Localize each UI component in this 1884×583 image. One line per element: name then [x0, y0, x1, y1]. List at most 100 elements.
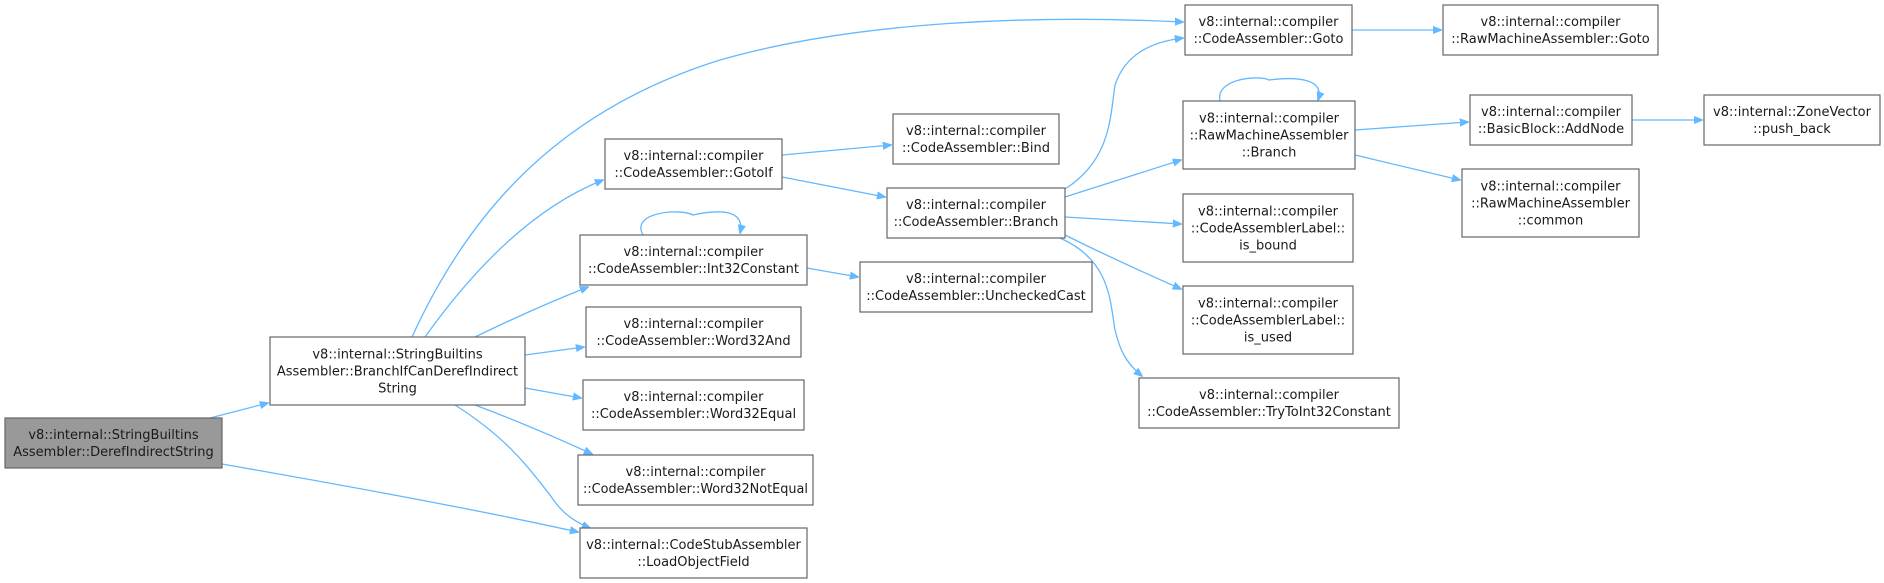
- node-label-line: v8::internal::compiler: [1481, 180, 1622, 195]
- node-n1[interactable]: v8::internal::StringBuiltinsAssembler::B…: [269, 336, 526, 406]
- node-box: [604, 138, 783, 190]
- node-label-line: v8::internal::CodeStubAssembler: [586, 538, 801, 553]
- node-label-line: is_bound: [1239, 239, 1297, 254]
- node-box: [582, 379, 805, 431]
- node-label-line: v8::internal::compiler: [624, 149, 765, 164]
- edge-n4-n11: [781, 176, 885, 197]
- node-box: [1461, 168, 1640, 238]
- node-label-line: v8::internal::compiler: [1198, 205, 1339, 220]
- node-n9[interactable]: v8::internal::compiler::RawMachineAssemb…: [1442, 4, 1659, 56]
- node-box: [1469, 94, 1633, 146]
- node-n5[interactable]: v8::internal::compiler::CodeAssembler::I…: [579, 234, 808, 286]
- node-label-line: v8::internal::compiler: [906, 198, 1047, 213]
- node-n8[interactable]: v8::internal::compiler::CodeAssembler::W…: [577, 454, 814, 506]
- node-label-line: ::CodeAssembler::Branch: [894, 215, 1059, 230]
- node-box: [579, 527, 808, 579]
- edge-n1-n2: [454, 404, 590, 528]
- node-label-line: v8::internal::compiler: [906, 124, 1047, 139]
- edge-n11-n15: [1059, 237, 1142, 376]
- edge-n4-n10: [781, 145, 891, 156]
- node-label-line: ::CodeAssembler::Word32Equal: [591, 407, 796, 422]
- edge-n11-n12: [1064, 160, 1181, 198]
- node-label-line: v8::internal::compiler: [1199, 388, 1340, 403]
- node-label-line: ::CodeAssembler::Int32Constant: [588, 262, 799, 277]
- node-box: [859, 261, 1093, 313]
- node-label-line: ::CodeAssembler::Word32And: [596, 334, 790, 349]
- node-box: [1184, 4, 1353, 56]
- node-label-line: ::BasicBlock::AddNode: [1478, 122, 1624, 137]
- edge-n11-n3: [1064, 38, 1183, 190]
- node-n6[interactable]: v8::internal::compiler::CodeAssembler::W…: [585, 306, 802, 358]
- edge-n0-n1: [209, 403, 268, 419]
- node-n3[interactable]: v8::internal::compiler::CodeAssembler::G…: [1184, 4, 1353, 56]
- node-box: [1182, 100, 1356, 170]
- node-n0[interactable]: v8::internal::StringBuiltinsAssembler::D…: [4, 417, 223, 469]
- node-box: [1182, 285, 1354, 355]
- nodes: v8::internal::StringBuiltinsAssembler::D…: [4, 4, 1881, 579]
- node-n17[interactable]: v8::internal::compiler::RawMachineAssemb…: [1461, 168, 1640, 238]
- node-label-line: ::CodeAssembler::UncheckedCast: [866, 289, 1085, 304]
- edge-n0-n2: [221, 463, 578, 532]
- edge-n12-n17: [1354, 154, 1460, 180]
- edge-n12-n12: [1219, 77, 1320, 101]
- node-n7[interactable]: v8::internal::compiler::CodeAssembler::W…: [582, 379, 805, 431]
- node-label-line: String: [378, 382, 417, 397]
- edge-n1-n4: [424, 180, 603, 338]
- node-label-line: v8::internal::compiler: [1199, 15, 1340, 30]
- node-label-line: ::CodeAssembler::GotoIf: [614, 166, 773, 181]
- edge-n11-n14: [1064, 234, 1181, 289]
- node-label-line: v8::internal::compiler: [1481, 15, 1622, 30]
- node-label-line: ::CodeAssembler::Word32NotEqual: [583, 482, 808, 497]
- edge-n1-n7: [524, 387, 581, 398]
- node-n13[interactable]: v8::internal::compiler::CodeAssemblerLab…: [1182, 193, 1354, 263]
- node-label-line: ::CodeAssembler::Goto: [1194, 32, 1344, 47]
- edges: [209, 19, 1702, 532]
- node-box: [1442, 4, 1659, 56]
- node-box: [892, 113, 1060, 165]
- node-label-line: Assembler::DerefIndirectString: [13, 445, 214, 460]
- node-label-line: ::RawMachineAssembler: [1471, 197, 1630, 212]
- node-label-line: v8::internal::StringBuiltins: [312, 348, 482, 363]
- node-n4[interactable]: v8::internal::compiler::CodeAssembler::G…: [604, 138, 783, 190]
- node-label-line: ::CodeAssemblerLabel::: [1191, 222, 1345, 237]
- node-n10[interactable]: v8::internal::compiler::CodeAssembler::B…: [892, 113, 1060, 165]
- node-box: [1703, 94, 1881, 146]
- node-label-line: v8::internal::compiler: [624, 245, 765, 260]
- edge-n1-n8: [474, 404, 592, 454]
- node-n15[interactable]: v8::internal::compiler::CodeAssembler::T…: [1138, 377, 1400, 429]
- node-label-line: ::CodeAssemblerLabel::: [1191, 314, 1345, 329]
- node-box: [4, 417, 223, 469]
- node-label-line: v8::internal::ZoneVector: [1713, 105, 1872, 120]
- node-label-line: ::Branch: [1242, 146, 1297, 161]
- node-n18[interactable]: v8::internal::ZoneVector::push_back: [1703, 94, 1881, 146]
- edge-n5-n19: [806, 267, 858, 277]
- node-label-line: ::common: [1518, 214, 1583, 229]
- node-n12[interactable]: v8::internal::compiler::RawMachineAssemb…: [1182, 100, 1356, 170]
- node-label-line: v8::internal::compiler: [626, 465, 767, 480]
- node-n2[interactable]: v8::internal::CodeStubAssembler::LoadObj…: [579, 527, 808, 579]
- node-label-line: ::LoadObjectField: [637, 555, 749, 570]
- node-n11[interactable]: v8::internal::compiler::CodeAssembler::B…: [886, 187, 1066, 239]
- edge-n1-n6: [524, 347, 584, 356]
- node-box: [1138, 377, 1400, 429]
- node-n19[interactable]: v8::internal::compiler::CodeAssembler::U…: [859, 261, 1093, 313]
- node-label-line: v8::internal::compiler: [1199, 112, 1340, 127]
- node-label-line: ::CodeAssembler::Bind: [902, 141, 1050, 156]
- node-box: [269, 336, 526, 406]
- node-box: [1182, 193, 1354, 263]
- edge-n5-n5: [640, 211, 741, 236]
- node-box: [585, 306, 802, 358]
- node-label-line: v8::internal::StringBuiltins: [28, 428, 198, 443]
- node-label-line: v8::internal::compiler: [906, 272, 1047, 287]
- node-label-line: ::push_back: [1753, 122, 1831, 137]
- node-n14[interactable]: v8::internal::compiler::CodeAssemblerLab…: [1182, 285, 1354, 355]
- node-label-line: ::RawMachineAssembler::Goto: [1451, 32, 1649, 47]
- node-label-line: Assembler::BranchIfCanDerefIndirect: [277, 365, 518, 380]
- edge-n12-n16: [1354, 122, 1468, 131]
- node-label-line: ::RawMachineAssembler: [1190, 129, 1349, 144]
- edge-n1-n3: [411, 19, 1183, 338]
- node-label-line: v8::internal::compiler: [1198, 297, 1339, 312]
- node-label-line: is_used: [1244, 331, 1292, 346]
- node-n16[interactable]: v8::internal::compiler::BasicBlock::AddN…: [1469, 94, 1633, 146]
- node-label-line: v8::internal::compiler: [624, 390, 765, 405]
